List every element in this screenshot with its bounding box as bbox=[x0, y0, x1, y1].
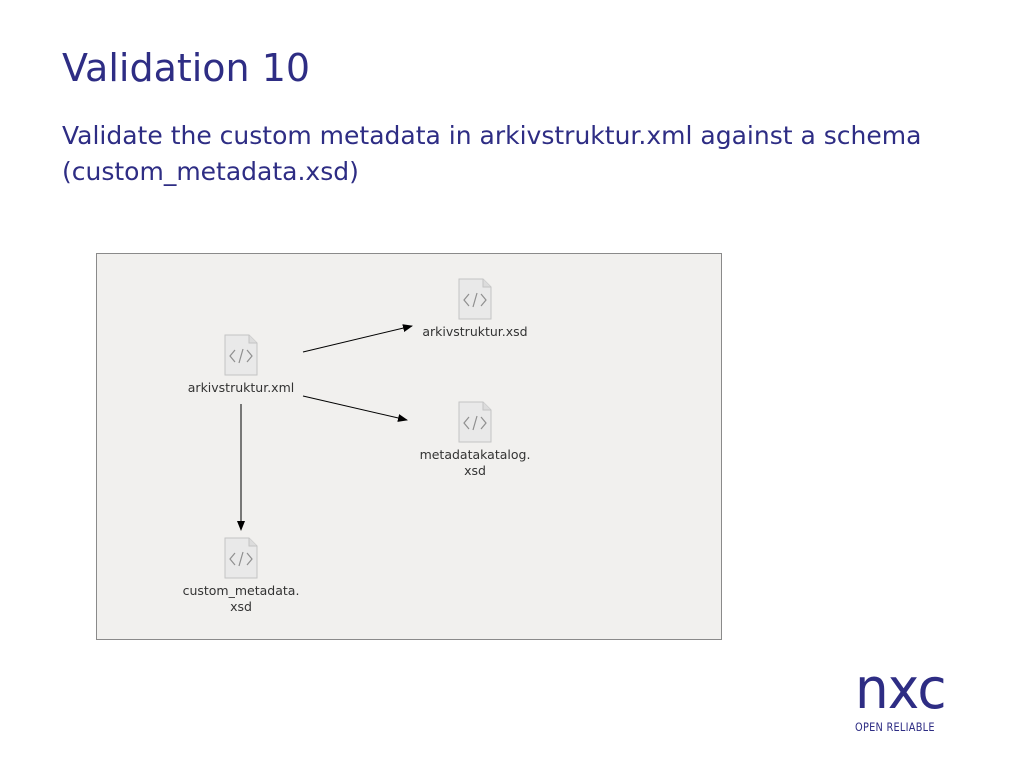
slide-title: Validation 10 bbox=[62, 46, 311, 90]
node-label-line1: metadatakatalog. bbox=[419, 447, 531, 462]
dependency-diagram: arkivstruktur.xml arkivstruktur.xsd meta… bbox=[96, 253, 722, 640]
node-label: arkivstruktur.xsd bbox=[422, 324, 528, 339]
node-custom-metadata-xsd[interactable]: custom_metadata. xsd bbox=[171, 537, 311, 615]
edge-arkivstruktur-xml-to-metadatakatalog-xsd bbox=[302, 395, 408, 422]
node-arkivstruktur-xml[interactable]: arkivstruktur.xml bbox=[171, 334, 311, 396]
logo-tagline: OPEN RELIABLE bbox=[855, 720, 935, 734]
xml-file-icon bbox=[224, 537, 258, 579]
edge-arkivstruktur-xml-to-arkivstruktur-xsd bbox=[302, 324, 413, 353]
xml-file-icon bbox=[224, 334, 258, 376]
node-metadatakatalog-xsd[interactable]: metadatakatalog. xsd bbox=[405, 401, 545, 479]
node-arkivstruktur-xsd[interactable]: arkivstruktur.xsd bbox=[405, 278, 545, 340]
xml-file-icon bbox=[458, 278, 492, 320]
logo-mark: nxc bbox=[855, 657, 947, 722]
node-label-line2: xsd bbox=[464, 463, 486, 478]
node-label: arkivstruktur.xml bbox=[187, 380, 295, 395]
slide-subtitle: Validate the custom metadata in arkivstr… bbox=[62, 121, 922, 186]
node-label-line1: custom_metadata. bbox=[182, 583, 300, 598]
nxc-logo: nxc OPEN RELIABLE bbox=[855, 657, 965, 735]
diagram-arrows bbox=[237, 324, 413, 531]
xml-file-icon bbox=[458, 401, 492, 443]
node-label-line2: xsd bbox=[230, 599, 252, 614]
